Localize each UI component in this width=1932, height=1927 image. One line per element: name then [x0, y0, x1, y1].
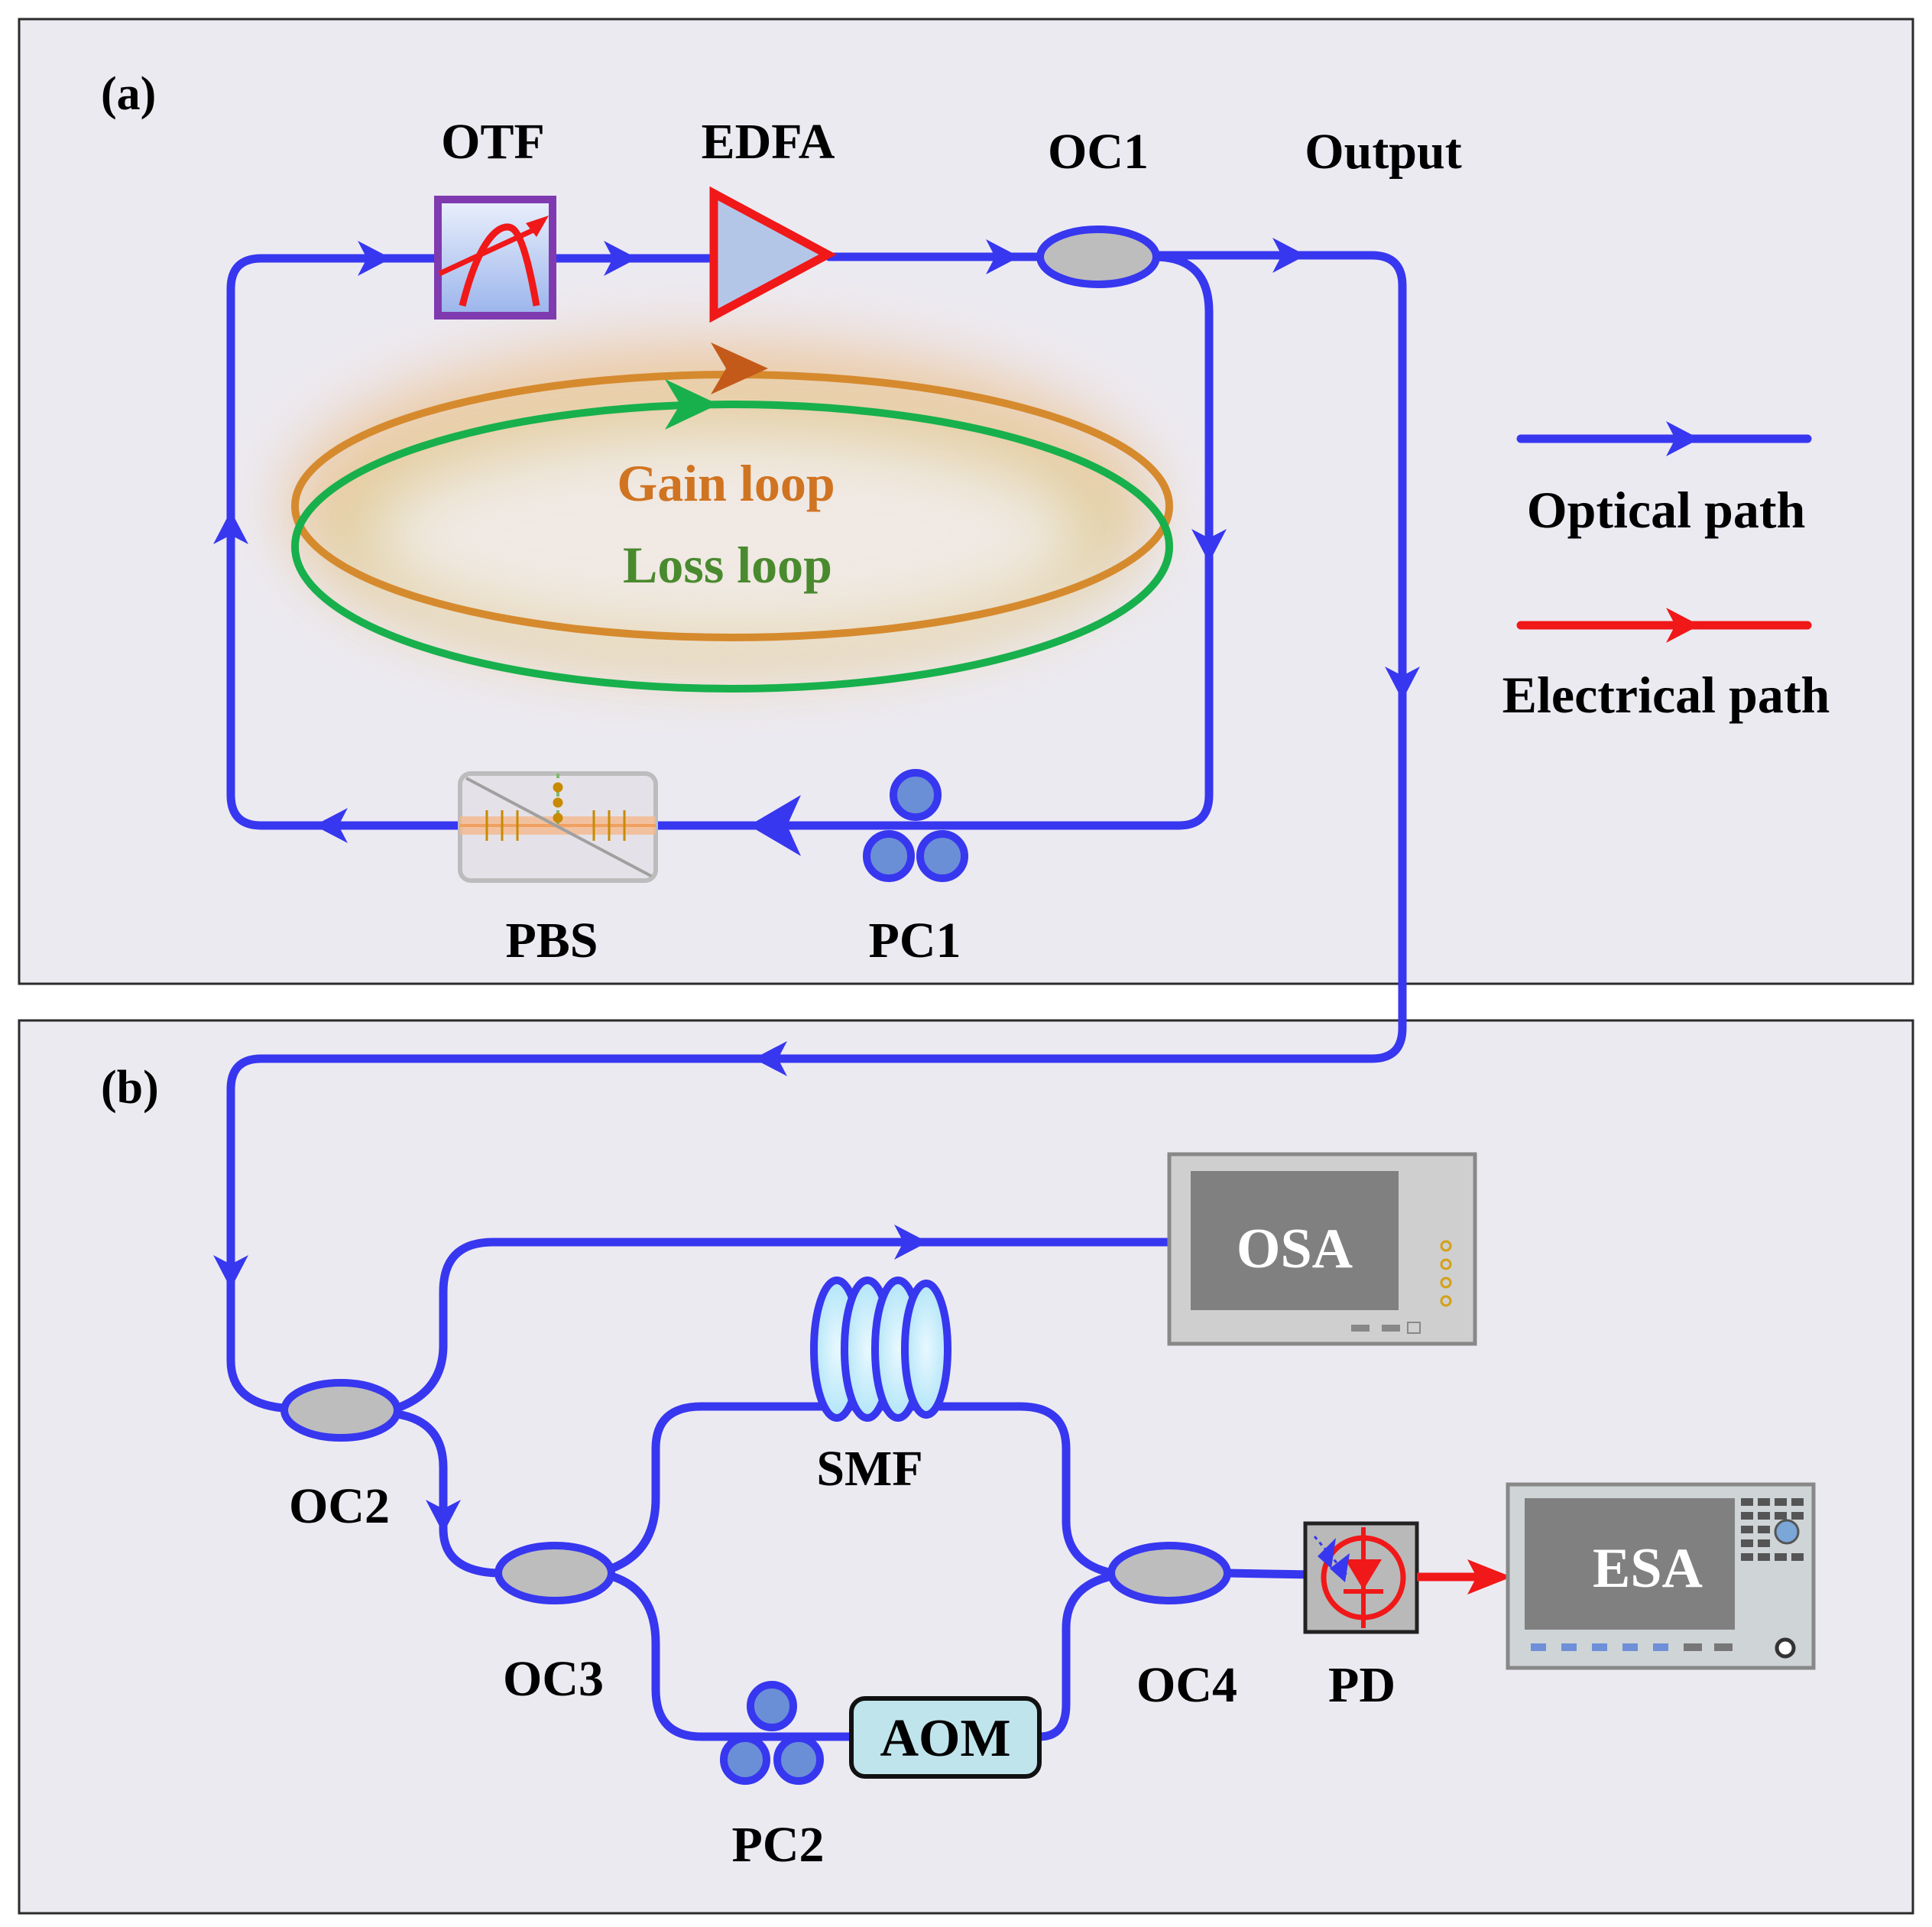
edfa-label: EDFA: [702, 114, 835, 170]
aom-modulator-icon: [849, 1696, 1042, 1779]
oc1-label: OC1: [1048, 124, 1149, 180]
arrow-right-down: [1191, 529, 1227, 563]
panel-b-label: (b): [101, 1062, 159, 1114]
arrow-edfa-oc1: [986, 239, 1019, 274]
otf-filter-icon: [434, 196, 556, 320]
aom-label: AOM: [880, 1709, 1010, 1768]
osa-label: OSA: [1237, 1218, 1353, 1280]
legend: Optical path Electrical path: [1502, 421, 1830, 724]
smf-spool-icon: [810, 1277, 951, 1422]
osa-instrument-icon: [1167, 1152, 1477, 1346]
oc3-coupler-icon: [494, 1542, 615, 1604]
arrow-output: [1272, 238, 1306, 273]
panel-a-label: (a): [101, 68, 156, 120]
arrow-top-left: [358, 241, 391, 276]
gain-loop-label: Gain loop: [617, 454, 835, 512]
loss-loop-label: Loss loop: [623, 536, 832, 594]
output-fiber-b: [226, 989, 1407, 1413]
pbs-splitter-icon: [458, 771, 658, 883]
esa-instrument-icon: [1506, 1482, 1816, 1670]
arrow-output-down: [1385, 667, 1420, 700]
pc2-label: PC2: [732, 1817, 825, 1873]
fiber-lower-arm: [607, 1572, 856, 1741]
arrow-to-osa: [894, 1225, 928, 1260]
fiber-aom-oc4: [1035, 1572, 1117, 1741]
arrow-b-left-down: [213, 1255, 248, 1289]
panel-b: [18, 1019, 1914, 1915]
otf-label: OTF: [441, 114, 545, 170]
ring-fiber-right: [651, 252, 1214, 830]
electrical-arrow: [1467, 1559, 1512, 1594]
ring-fiber-left: [226, 254, 463, 830]
arrow-oc2-down: [426, 1500, 461, 1533]
fiber-upper-arm: [607, 1402, 1117, 1578]
arrow-b-top: [754, 1041, 787, 1076]
photodetector-icon: [1303, 1521, 1419, 1634]
fiber-oc2-osa: [393, 1238, 1174, 1413]
oc1-coupler-icon: [1036, 225, 1160, 288]
fiber-oc4-pd: [1222, 1569, 1318, 1579]
arrow-pc1-in: [749, 795, 801, 856]
oc3-label: OC3: [503, 1651, 604, 1707]
arrow-left-up: [213, 511, 248, 544]
oc2-coupler-icon: [280, 1379, 401, 1442]
oc4-label: OC4: [1136, 1657, 1237, 1713]
esa-label: ESA: [1593, 1537, 1703, 1600]
gain-loop-arrow: [711, 342, 768, 394]
legend-electrical-arrow: [1666, 608, 1700, 643]
legend-optical-arrow: [1666, 421, 1700, 456]
oc2-label: OC2: [289, 1478, 390, 1534]
pbs-label: PBS: [505, 913, 598, 968]
oc4-coupler-icon: [1107, 1542, 1231, 1604]
pc1-label: PC1: [869, 913, 961, 968]
legend-electrical-label: Electrical path: [1502, 666, 1830, 724]
edfa-amplifier-icon: [709, 186, 837, 323]
pd-label: PD: [1328, 1657, 1396, 1713]
arrow-bottom-left: [314, 808, 348, 843]
arrow-otf-edfa: [604, 241, 637, 276]
loop-center: [367, 428, 1085, 642]
loss-loop: [291, 401, 1173, 693]
pc1-controller-icon: [863, 769, 968, 882]
legend-optical-label: Optical path: [1527, 481, 1806, 539]
fiber-oc2-oc3: [393, 1410, 501, 1578]
smf-label: SMF: [816, 1441, 922, 1497]
pc2-controller-icon: [720, 1681, 824, 1785]
output-label: Output: [1305, 124, 1461, 180]
loss-loop-arrow: [665, 379, 718, 430]
